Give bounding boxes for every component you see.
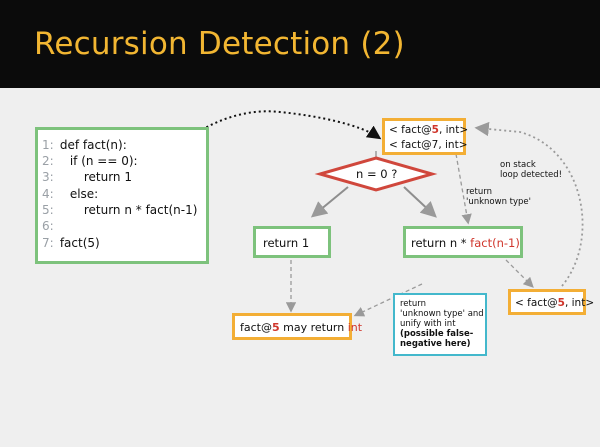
stack-entry-1: < fact@5, int> (389, 124, 468, 136)
result-line: 5 (271, 321, 280, 334)
stack-box-top: < fact@5, int> < fact@7, int> (382, 118, 468, 155)
line-number: 4: (42, 187, 54, 201)
line-number: 3: (42, 170, 54, 184)
slide-title: Recursion Detection (2) (34, 26, 405, 62)
unknown-type-note-2: 'unknown type' (466, 197, 531, 207)
on-stack-note-1: on stack (500, 160, 536, 170)
return-rec-to-result (353, 283, 423, 317)
stack-entry-type: , int> (438, 124, 469, 136)
line-number: 2: (42, 154, 54, 168)
code-text: fact(5) (59, 236, 100, 250)
stack-entry-line: 5 (431, 124, 439, 136)
code-line-6: 6: (42, 219, 56, 233)
line-number: 6: (42, 219, 54, 233)
code-line-1: 1: def fact(n): (42, 138, 127, 152)
code-text: def fact(n): (59, 138, 127, 152)
code-box: 1: def fact(n): 2: if (n == 0): 3: retur… (35, 127, 209, 264)
result-mid: may return (279, 321, 348, 334)
code-text: if (n == 0): (69, 154, 138, 168)
stack-entry-2: < fact@7, int> (389, 139, 468, 151)
stack-box-right: < fact@5, int> (508, 289, 594, 315)
stack-entry-prefix: < fact@ (389, 124, 432, 136)
result-label: fact@5 may return int (240, 321, 362, 334)
code-line-3: 3: return 1 (42, 170, 132, 184)
title-bar: Recursion Detection (2) (0, 0, 600, 88)
unify-note-line-2: 'unknown type' and (400, 309, 484, 319)
result-type: int (347, 321, 363, 334)
line-number: 5: (42, 203, 54, 217)
code-text: else: (69, 187, 99, 201)
code-line-4: 4: else: (42, 187, 98, 201)
code-text: return 1 (83, 170, 132, 184)
return-rec-to-stack (505, 259, 534, 288)
unify-note-line-1: return (400, 299, 426, 309)
stack-right-entry: < fact@5, int> (515, 297, 594, 309)
stack-entry-line: 5 (557, 297, 565, 309)
unify-note-line-3: unify with int (400, 319, 456, 329)
loop-arrow (474, 121, 584, 287)
unknown-type-note-1: return (466, 187, 492, 197)
return-rec-call: fact(n-1) (470, 236, 520, 250)
code-line-7: 7: fact(5) (42, 236, 100, 250)
stack-entry-type: , int> (564, 297, 595, 309)
unknown-type-arrow (455, 153, 472, 225)
code-text: return n * fact(n-1) (83, 203, 198, 217)
unify-note-box: return 'unknown type' and unify with int… (393, 293, 487, 356)
decision-diamond (314, 156, 438, 192)
code-line-2: 2: if (n == 0): (42, 154, 138, 168)
return-rec-prefix: return n * (411, 236, 471, 250)
unify-note-line-4: (possible false- (400, 329, 474, 339)
result-prefix: fact@ (240, 321, 272, 334)
return-rec-label: return n * fact(n-1) (411, 236, 520, 250)
line-number: 1: (42, 138, 54, 152)
result-box: fact@5 may return int (232, 313, 362, 340)
decision-to-return-rec (403, 186, 437, 218)
return-one-label: return 1 (263, 236, 310, 250)
return-one-box: return 1 (253, 226, 331, 258)
code-line-5: 5: return n * fact(n-1) (42, 203, 197, 217)
stack-entry-prefix: < fact@ (515, 297, 558, 309)
decision-to-return-one (310, 186, 349, 218)
return-rec-box: return n * fact(n-1) (403, 226, 523, 258)
line-number: 7: (42, 236, 54, 250)
unify-note-line-5: negative here) (400, 339, 471, 349)
decision-label: n = 0 ? (356, 167, 398, 181)
on-stack-note-2: loop detected! (500, 170, 563, 180)
